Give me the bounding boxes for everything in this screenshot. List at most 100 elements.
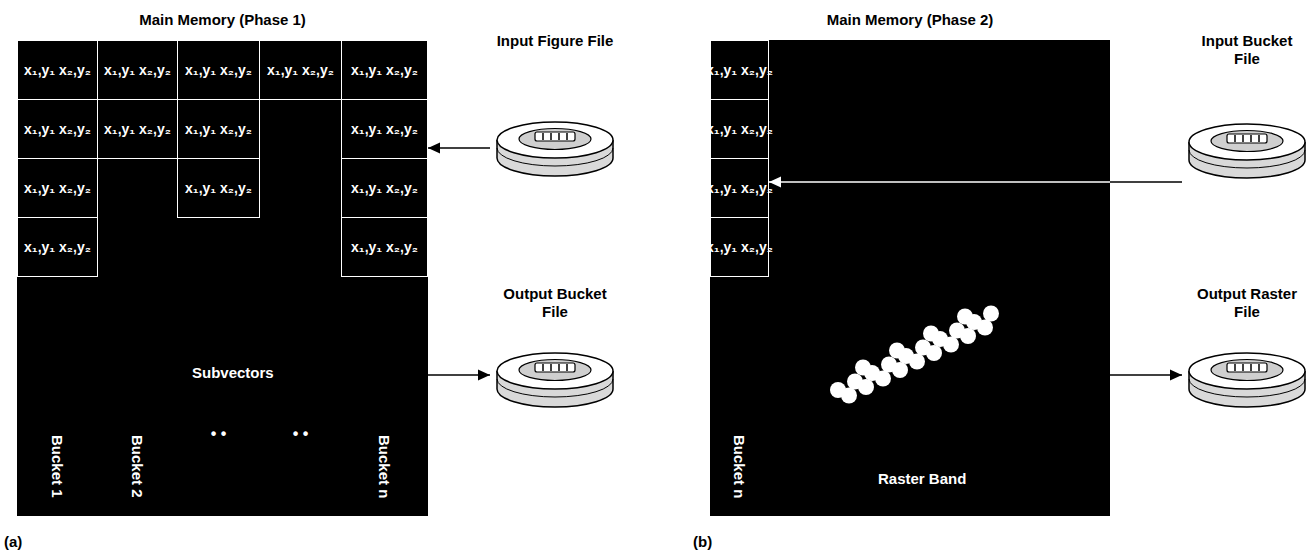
region-label: Subvectors bbox=[192, 364, 274, 381]
memory-area: Bucket nx₁,y₁ x₂,y₂x₁,y₁ x₂,y₂x₁,y₁ x₂,y… bbox=[710, 40, 1110, 516]
data-flow-arrow bbox=[428, 370, 490, 381]
panel-title-holder: Main Memory (Phase 2) bbox=[710, 8, 1110, 40]
ellipsis-mark: • • bbox=[177, 425, 260, 443]
coordinate-pair: x₁,y₁ x₂,y₂ bbox=[185, 61, 252, 79]
panel-letter: (a) bbox=[4, 533, 22, 550]
disk-ring bbox=[519, 360, 591, 381]
raster-pixel bbox=[977, 320, 993, 336]
raster-pixel bbox=[875, 371, 891, 387]
disk-file: Input Figure File bbox=[490, 32, 620, 184]
panel-title: Main Memory (Phase 2) bbox=[710, 8, 1110, 32]
memory-panel: Main Memory (Phase 1)Bucket 1x₁,y₁ x₂,y₂… bbox=[17, 8, 428, 516]
data-flow-arrow bbox=[769, 177, 1182, 188]
raster-pixel bbox=[960, 328, 976, 344]
handle-grip bbox=[542, 133, 544, 140]
bucket-column: Bucket 1x₁,y₁ x₂,y₂x₁,y₁ x₂,y₂x₁,y₁ x₂,y… bbox=[17, 40, 98, 516]
handle-grip bbox=[1234, 364, 1236, 371]
coordinate-pair: x₁,y₁ x₂,y₂ bbox=[104, 120, 171, 138]
raster-pixel bbox=[926, 345, 942, 361]
coordinate-pair: x₁,y₁ x₂,y₂ bbox=[351, 120, 418, 138]
subvector-box: x₁,y₁ x₂,y₂ bbox=[341, 40, 428, 100]
bucket-column: Bucket n x₁,y₁ x₂,y₂ x₁,y₁ x₂,y₂ x₁,y₁ x₂,y… bbox=[341, 40, 428, 516]
handle-grip bbox=[550, 133, 552, 140]
file-label: Output Bucket File bbox=[490, 285, 620, 321]
coordinate-pair: x₁,y₁ x₂,y₂ bbox=[185, 179, 252, 197]
subvector-box: x₁,y₁ x₂,y₂ bbox=[17, 217, 98, 277]
coordinate-pair: x₁,y₁ x₂,y₂ bbox=[267, 61, 334, 79]
disk-ring bbox=[1211, 131, 1283, 152]
disk-top bbox=[1189, 353, 1305, 389]
disk-handle bbox=[1227, 363, 1267, 372]
disk-ring bbox=[1211, 360, 1283, 381]
raster-pixel bbox=[892, 362, 908, 378]
disk-file: Input Bucket File bbox=[1182, 32, 1310, 186]
panel-title: Main Memory (Phase 1) bbox=[17, 8, 428, 32]
coordinate-pair: x₁,y₁ x₂,y₂ bbox=[706, 238, 773, 256]
handle-grip bbox=[558, 133, 560, 140]
raster-pixel bbox=[983, 306, 999, 322]
subvector-box: x₁,y₁ x₂,y₂ bbox=[177, 158, 260, 218]
subvector-box: x₁,y₁ x₂,y₂ bbox=[341, 158, 428, 218]
coordinate-pair: x₁,y₁ x₂,y₂ bbox=[351, 61, 418, 79]
bucket-column: Bucket 2x₁,y₁ x₂,y₂x₁,y₁ x₂,y₂ bbox=[97, 40, 178, 516]
subvector-box: x₁,y₁ x₂,y₂ bbox=[177, 40, 260, 100]
disk-pack-icon bbox=[495, 333, 615, 415]
ellipsis-mark: • • bbox=[259, 425, 342, 443]
data-flow-arrow bbox=[428, 143, 490, 154]
disk-pack-icon bbox=[1187, 104, 1307, 186]
memory-area: Bucket 1x₁,y₁ x₂,y₂x₁,y₁ x₂,y₂x₁,y₁ x₂,y… bbox=[17, 40, 428, 516]
data-flow-arrow bbox=[1110, 370, 1182, 381]
memory-fill bbox=[710, 40, 1110, 516]
bucket-label: Bucket 2 bbox=[129, 435, 146, 498]
coordinate-pair: x₁,y₁ x₂,y₂ bbox=[24, 120, 91, 138]
bucket-label: Bucket n bbox=[731, 435, 748, 498]
handle-grip bbox=[1258, 364, 1260, 371]
disk-pack-icon bbox=[1187, 333, 1307, 415]
handle-grip bbox=[566, 133, 568, 140]
coordinate-pair: x₁,y₁ x₂,y₂ bbox=[706, 61, 773, 79]
memory-fill bbox=[17, 40, 428, 516]
subvector-box: x₁,y₁ x₂,y₂ bbox=[710, 40, 769, 100]
raster-pixel bbox=[841, 388, 857, 404]
bucket-column: • • x₁,y₁ x₂,y₂ x₁,y₁ x₂,y₂ x₁,y₁ x₂,y₂ bbox=[177, 40, 260, 516]
region-label: Raster Band bbox=[878, 470, 966, 487]
bucket-column: • • x₁,y₁ x₂,y₂ bbox=[259, 40, 342, 516]
handle-grip bbox=[1250, 135, 1252, 142]
subvector-box: x₁,y₁ x₂,y₂ bbox=[710, 99, 769, 159]
handle-grip bbox=[550, 364, 552, 371]
disk-top bbox=[497, 122, 613, 158]
disk-handle bbox=[535, 363, 575, 372]
disk-pack-icon bbox=[495, 102, 615, 184]
coordinate-pair: x₁,y₁ x₂,y₂ bbox=[24, 61, 91, 79]
coordinate-pair: x₁,y₁ x₂,y₂ bbox=[706, 120, 773, 138]
subvector-box: x₁,y₁ x₂,y₂ bbox=[177, 99, 260, 159]
disk-handle bbox=[1227, 134, 1267, 143]
handle-grip bbox=[1242, 364, 1244, 371]
handle-grip bbox=[1250, 364, 1252, 371]
handle-grip bbox=[1242, 135, 1244, 142]
coordinate-pair: x₁,y₁ x₂,y₂ bbox=[351, 179, 418, 197]
subvector-box: x₁,y₁ x₂,y₂ bbox=[17, 158, 98, 218]
bucket-label: Bucket n bbox=[376, 435, 393, 498]
disk-file: Output Raster File bbox=[1182, 285, 1310, 415]
file-label: Input Bucket File bbox=[1182, 32, 1310, 68]
subvector-box: x₁,y₁ x₂,y₂ bbox=[17, 99, 98, 159]
file-label: Output Raster File bbox=[1182, 285, 1310, 321]
handle-grip bbox=[566, 364, 568, 371]
coordinate-pair: x₁,y₁ x₂,y₂ bbox=[185, 120, 252, 138]
coordinate-pair: x₁,y₁ x₂,y₂ bbox=[24, 238, 91, 256]
memory-panel: Main Memory (Phase 2) Bucket n x₁,y₁ x₂,y₂… bbox=[710, 8, 1110, 516]
subvector-box: x₁,y₁ x₂,y₂ bbox=[341, 99, 428, 159]
disk-top bbox=[1189, 124, 1305, 160]
coordinate-pair: x₁,y₁ x₂,y₂ bbox=[351, 238, 418, 256]
handle-grip bbox=[1234, 135, 1236, 142]
coordinate-pair: x₁,y₁ x₂,y₂ bbox=[706, 179, 773, 197]
raster-pixel bbox=[909, 354, 925, 370]
panel-title-holder: Main Memory (Phase 1) bbox=[17, 8, 428, 40]
handle-grip bbox=[558, 364, 560, 371]
disk-handle bbox=[535, 132, 575, 141]
disk-file: Output Bucket File bbox=[490, 285, 620, 415]
